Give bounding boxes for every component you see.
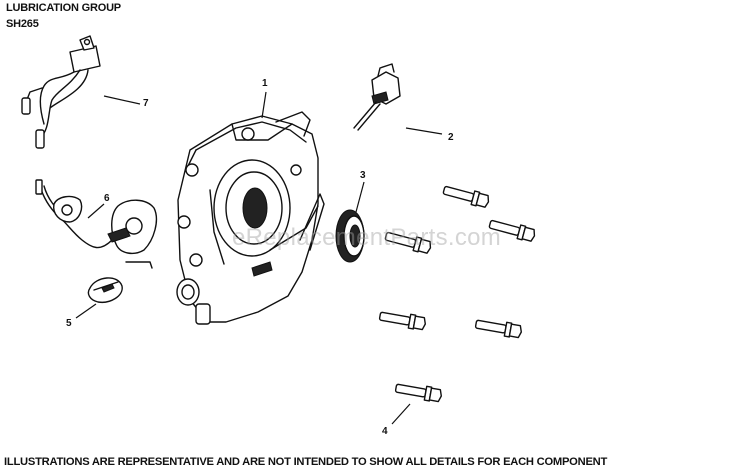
leader-line-7 <box>103 95 141 105</box>
flange-bolt <box>488 219 536 242</box>
leader-line-1 <box>261 91 267 119</box>
oil-fill-cap-part-5 <box>87 277 123 303</box>
watermark: eReplacementParts.com <box>232 224 502 251</box>
callout-2: 2 <box>448 132 454 143</box>
callout-6: 6 <box>104 193 110 204</box>
leader-line-3 <box>355 181 365 213</box>
crankcase-cover-part-1 <box>176 111 325 325</box>
oil-seal-part-3 <box>335 209 365 263</box>
dipstick-part-2 <box>353 63 401 131</box>
flange-bolt <box>384 231 432 254</box>
callout-1: 1 <box>262 78 268 89</box>
disclaimer-footer: ILLUSTRATIONS ARE REPRESENTATIVE AND ARE… <box>4 456 608 468</box>
oil-sensor-part-6 <box>35 179 158 269</box>
flange-bolt <box>474 319 523 339</box>
leader-line-5 <box>75 303 97 319</box>
flange-bolt <box>442 185 490 208</box>
flange-bolts-part-4 <box>378 185 536 403</box>
flange-bolt <box>394 383 443 403</box>
leader-line-4 <box>391 403 411 425</box>
model-number: SH265 <box>6 18 39 30</box>
callout-5: 5 <box>66 318 72 329</box>
flange-bolt <box>378 311 427 331</box>
oil-sensor-module-part-7 <box>21 35 101 149</box>
callout-7: 7 <box>143 98 149 109</box>
diagram-title: LUBRICATION GROUP <box>6 2 121 14</box>
callout-4: 4 <box>382 426 388 437</box>
callout-3: 3 <box>360 170 366 181</box>
leader-line-6 <box>87 203 105 219</box>
leader-line-2 <box>405 127 443 135</box>
